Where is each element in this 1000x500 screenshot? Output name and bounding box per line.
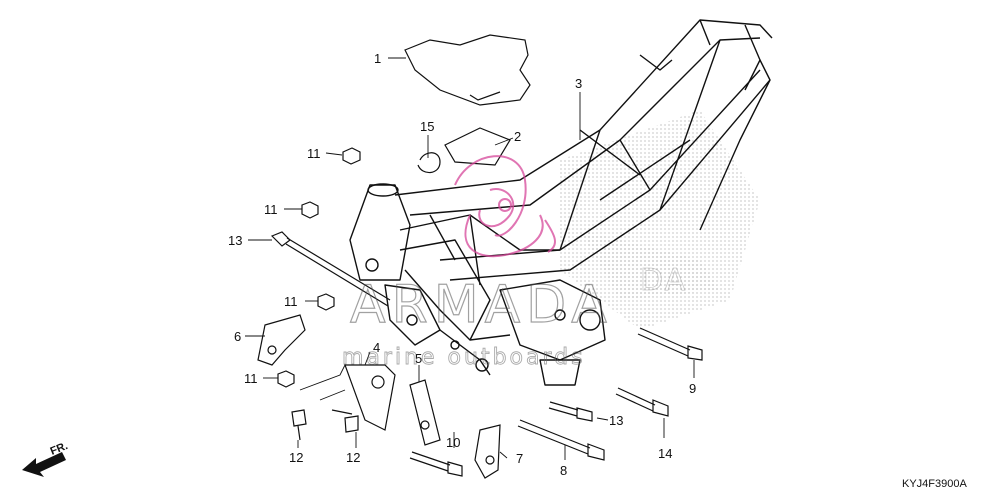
callout-12-b: 12 (346, 450, 360, 465)
callout-3: 3 (575, 76, 582, 91)
callouts: 1 2 3 4 5 6 7 8 9 10 11 11 11 11 12 12 1… (228, 51, 696, 478)
callout-9: 9 (689, 381, 696, 396)
front-label: FR. (49, 440, 70, 458)
callout-2: 2 (514, 129, 521, 144)
callout-1: 1 (374, 51, 381, 66)
callout-11-d: 11 (244, 371, 258, 386)
nuts-11 (277, 147, 361, 388)
callout-11-c: 11 (284, 294, 298, 309)
callout-11-a: 11 (307, 146, 321, 161)
callout-12-a: 12 (289, 450, 303, 465)
callout-5: 5 (415, 351, 422, 366)
watermark-brand: ARMADA (350, 275, 613, 335)
part-15-clip (417, 152, 441, 174)
brackets (257, 314, 501, 479)
main-frame (349, 19, 773, 386)
callout-11-b: 11 (264, 202, 278, 217)
watermark-tagline: marine outboards (342, 345, 586, 370)
front-arrow-icon (22, 452, 66, 477)
watermark-logo (454, 155, 556, 258)
watermark: ARMADA marine outboards DA (342, 155, 687, 370)
leader-lines (245, 57, 695, 460)
watermark-faint-text: DA (640, 263, 687, 298)
callout-8: 8 (560, 463, 567, 478)
callout-15: 15 (420, 119, 434, 134)
callout-14: 14 (658, 446, 672, 461)
bolts (270, 231, 703, 477)
callout-6: 6 (234, 329, 241, 344)
callout-13-b: 13 (609, 413, 623, 428)
callout-7: 7 (516, 451, 523, 466)
part-1-cover (404, 34, 531, 106)
diagram-code: KYJ4F3900A (902, 478, 967, 490)
callout-13-a: 13 (228, 233, 242, 248)
callout-4: 4 (373, 340, 380, 355)
part-2-plate (444, 127, 511, 166)
callout-10: 10 (446, 435, 460, 450)
shading (560, 110, 760, 330)
front-direction-indicator: FR. (22, 440, 70, 477)
